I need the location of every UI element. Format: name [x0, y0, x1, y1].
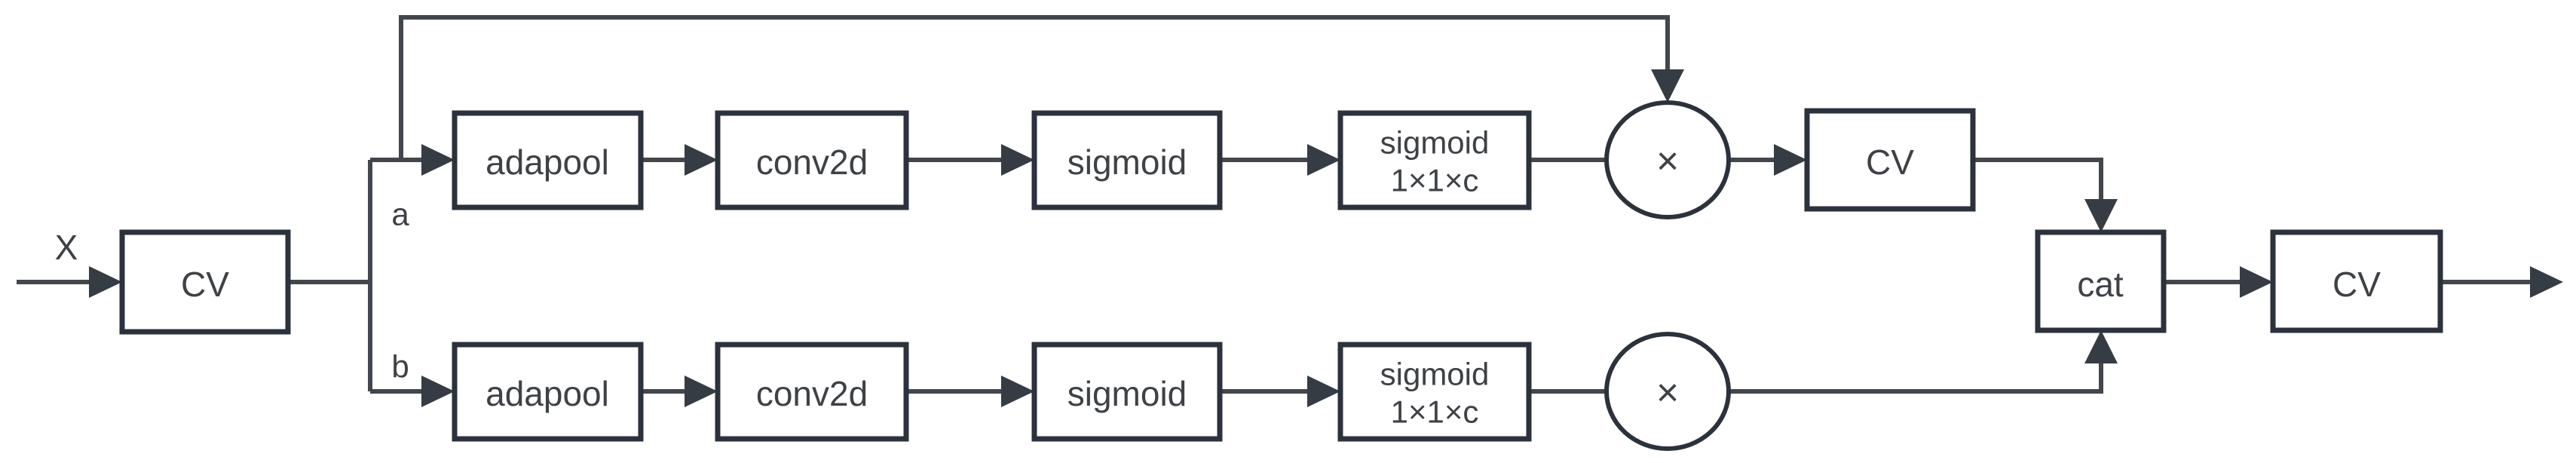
node-cv-out: CV — [2270, 229, 2443, 333]
node-concat: cat — [2035, 229, 2167, 333]
cv-out-box — [2270, 229, 2443, 333]
concat-to-cv-out-arrowhead — [2240, 266, 2273, 298]
branch-a-entry-arrowhead — [421, 144, 455, 176]
multiply-a-to-cv-a-arrowhead — [1774, 144, 1807, 176]
sigmoid-reshape-a-box — [1337, 110, 1532, 210]
node-adapool-b: adapool — [452, 342, 644, 442]
node-adapool-a: adapool — [452, 110, 644, 210]
node-conv2d-a: conv2d — [715, 110, 909, 210]
branch-b-label: b — [391, 349, 409, 385]
input-arrowhead — [89, 266, 122, 298]
skip-connection-arrowhead — [1651, 69, 1684, 103]
concat-label: cat — [2077, 265, 2124, 304]
connectors — [17, 15, 2563, 407]
concat-box — [2035, 229, 2167, 333]
sigmoid-reshape-b-label-line2: 1×1×c — [1391, 394, 1479, 430]
branch-b-entry-arrowhead — [421, 376, 455, 407]
conv2d-b-label: conv2d — [756, 374, 868, 413]
sigmoid-a-label: sigmoid — [1067, 143, 1187, 182]
cv-out-label: CV — [2332, 265, 2381, 304]
multiply-b-to-concat-line — [1729, 362, 2103, 394]
sigmoid-a-to-reshape-a-arrowhead — [1307, 144, 1340, 176]
conv2d-a-to-sigmoid-a-arrowhead — [1001, 144, 1034, 176]
cv-a-box — [1804, 108, 1976, 212]
sigmoid-reshape-b-label-line1: sigmoid — [1380, 357, 1490, 392]
adapool-b-box — [452, 342, 644, 442]
multiply-b-circle — [1604, 332, 1731, 451]
adapool-b-to-conv2d-b-arrowhead — [685, 376, 718, 407]
sigmoid-reshape-b-box — [1337, 342, 1532, 442]
cv-a-to-concat-arrowhead — [2084, 199, 2118, 232]
adapool-a-box — [452, 110, 644, 210]
node-sigmoid-reshape-b: sigmoid 1×1×c — [1337, 342, 1532, 442]
input-label: X — [55, 228, 78, 267]
cv-in-box — [119, 229, 291, 335]
sigmoid-a-box — [1031, 110, 1223, 210]
node-sigmoid-reshape-a: sigmoid 1×1×c — [1337, 110, 1532, 210]
adapool-b-label: adapool — [485, 374, 609, 413]
adapool-a-to-conv2d-a-arrowhead — [685, 144, 718, 176]
node-sigmoid-a: sigmoid — [1031, 110, 1223, 210]
node-cv-a: CV — [1804, 108, 1976, 212]
node-conv2d-b: conv2d — [715, 342, 909, 442]
sigmoid-b-to-reshape-b-arrowhead — [1307, 376, 1340, 407]
output-arrowhead — [2530, 266, 2563, 298]
multiply-a-circle — [1604, 100, 1731, 219]
multiply-b-symbol: × — [1656, 371, 1679, 415]
multiply-b-to-concat-arrowhead — [2084, 330, 2118, 363]
node-sigmoid-b: sigmoid — [1031, 342, 1223, 442]
node-multiply-a: × — [1604, 100, 1731, 219]
node-multiply-b: × — [1604, 332, 1731, 451]
sigmoid-b-label: sigmoid — [1067, 374, 1187, 413]
skip-connection-line — [399, 15, 1670, 160]
node-cv-in: CV — [119, 229, 291, 335]
cv-a-label: CV — [1866, 143, 1914, 182]
cv-a-to-concat-line — [1973, 158, 2103, 201]
sigmoid-b-box — [1031, 342, 1223, 442]
conv2d-b-box — [715, 342, 909, 442]
cv-in-label: CV — [181, 265, 229, 304]
conv2d-a-box — [715, 110, 909, 210]
conv2d-a-label: conv2d — [756, 143, 868, 182]
sigmoid-reshape-a-label-line2: 1×1×c — [1391, 163, 1479, 198]
multiply-a-symbol: × — [1656, 140, 1679, 183]
branch-a-label: a — [391, 197, 409, 232]
sigmoid-reshape-a-label-line1: sigmoid — [1380, 125, 1490, 161]
adapool-a-label: adapool — [485, 143, 609, 182]
conv2d-b-to-sigmoid-b-arrowhead — [1001, 376, 1034, 407]
